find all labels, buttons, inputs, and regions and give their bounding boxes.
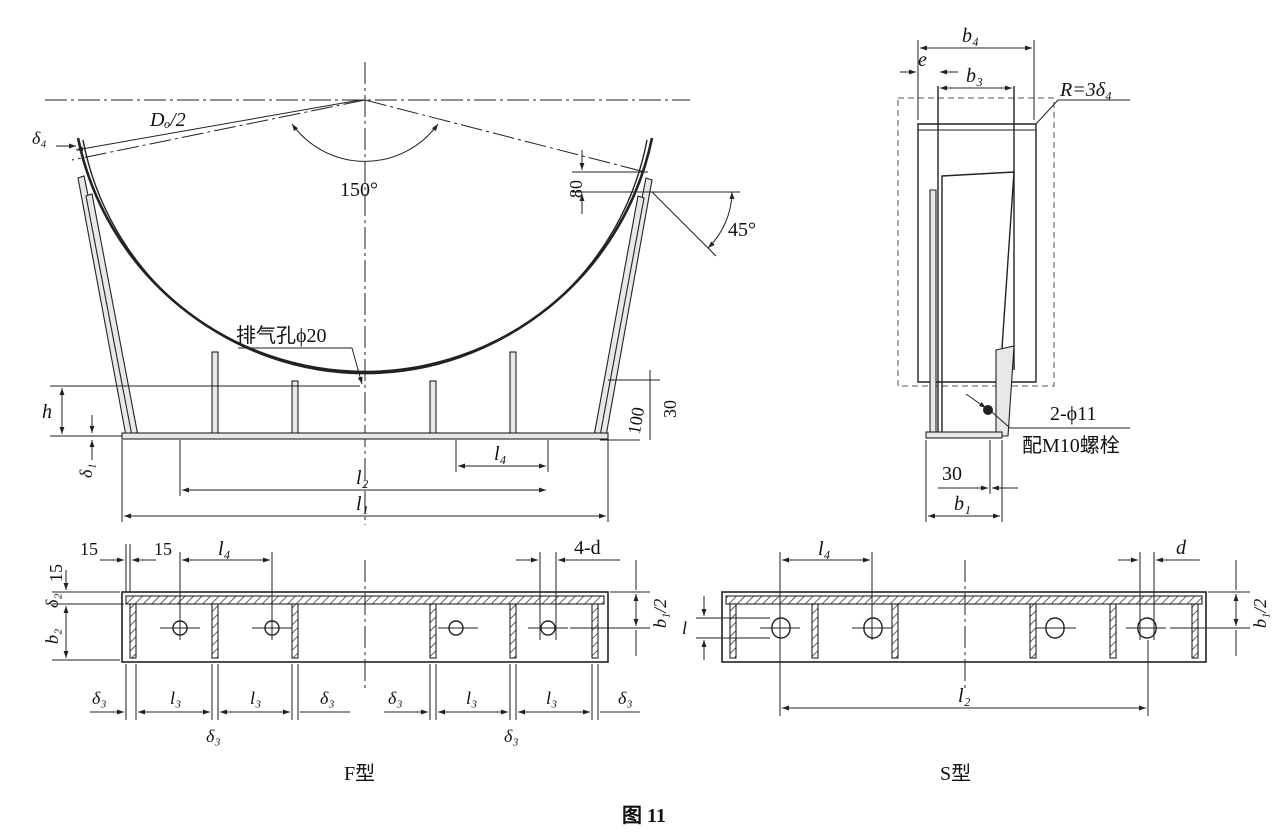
dim-30: 30 (660, 400, 680, 418)
f-bottom-dim-7: l₃ (546, 688, 557, 708)
dim-h: h (42, 401, 52, 423)
f-lower-dim-2: δ₃ (504, 726, 519, 746)
radius-line-right (364, 99, 646, 173)
f-bottom-dim-1: δ₃ (92, 688, 107, 708)
angle-45: 45° (728, 219, 756, 241)
f-dim-b1-half: b₁/2 (650, 599, 670, 628)
f-bottom-dim-3: l₃ (250, 688, 261, 708)
rib-1 (211, 351, 219, 437)
s-type-label: S型 (940, 762, 971, 785)
angle-150: 150° (340, 179, 378, 201)
dim-e: e (918, 49, 927, 71)
f-hole-4 (540, 620, 556, 636)
s-dim-l4: l₄ (818, 538, 831, 560)
dim-delta2: δ₂ (42, 593, 62, 608)
dim-b1: b₁ (954, 493, 971, 515)
saddle-arc-outer (76, 137, 654, 374)
dim-b2: b₂ (42, 629, 62, 644)
dim-delta4: δ₄ (32, 128, 47, 148)
f-type-label: F型 (344, 762, 375, 785)
f-bottom-dim-8: δ₃ (618, 688, 633, 708)
side-base-plate (925, 431, 1003, 439)
front-view: h δ₁ l₄ l₂ l₁ Dₒ/2 δ₄ 150° 80 (32, 62, 756, 525)
f-bottom-dim-6: l₃ (466, 688, 477, 708)
f-bottom-dim-5: δ₃ (388, 688, 403, 708)
bolt-note: 配M10螺栓 (1022, 434, 1120, 457)
dim-15-b: 15 (154, 539, 172, 559)
radius-line-left (71, 99, 366, 161)
f-plan-view: 15 15 l₄ 4-d 15 δ₂ b₂ b₁/2 (42, 537, 670, 746)
dim-b3: b₃ (966, 65, 983, 87)
dim-80: 80 (566, 180, 586, 198)
s-dim-d: d (1176, 537, 1187, 559)
dim-4d: 4-d (574, 537, 601, 559)
saddle-arc-inner (82, 139, 648, 375)
dim-l2: l₂ (356, 467, 369, 489)
f-lower-dim-1: δ₃ (206, 726, 221, 746)
f-dim-l4: l₄ (218, 538, 231, 560)
rib-4 (509, 351, 517, 437)
dim-15-a: 15 (80, 539, 98, 559)
dim-l1: l₁ (356, 493, 369, 515)
f-hole-3 (448, 620, 464, 636)
side-dashed-outline (897, 97, 1055, 387)
radius-note: R=3δ₄ (1059, 79, 1112, 101)
s-top-hatch (725, 595, 1203, 605)
rib-3 (429, 380, 437, 437)
dim-l4: l₄ (494, 443, 507, 465)
dim-radius: Dₒ/2 (149, 109, 186, 131)
vent-hole-label: 排气孔ϕ20 (236, 324, 327, 347)
holes-note: 2-ϕ11 (1050, 403, 1096, 425)
f-bottom-dim-4: δ₃ (320, 688, 335, 708)
left-side-plate-inner (85, 193, 139, 437)
dim-delta1: δ₁ (76, 463, 96, 478)
dim-15-top: 15 (46, 564, 66, 582)
side-dim-30: 30 (942, 463, 962, 485)
dim-b4: b₄ (962, 25, 979, 47)
right-side-plate-inner (593, 195, 645, 437)
s-plan-view: l₄ d l b₁/2 l₂ (682, 537, 1270, 716)
side-body (917, 123, 1037, 383)
figure-caption: 图 11 (622, 804, 666, 827)
s-dim-l2: l₂ (958, 685, 971, 707)
side-view: b₄ e b₃ R=3δ₄ 2-ϕ11 配M10螺栓 30 b₁ (897, 25, 1130, 522)
rib-2 (291, 380, 299, 437)
s-dim-b1-half: b₁/2 (1250, 599, 1270, 628)
dim-100: 100 (624, 406, 648, 436)
s-dim-l: l (682, 618, 687, 638)
f-bottom-dim-2: l₃ (170, 688, 181, 708)
base-plate (121, 432, 609, 440)
